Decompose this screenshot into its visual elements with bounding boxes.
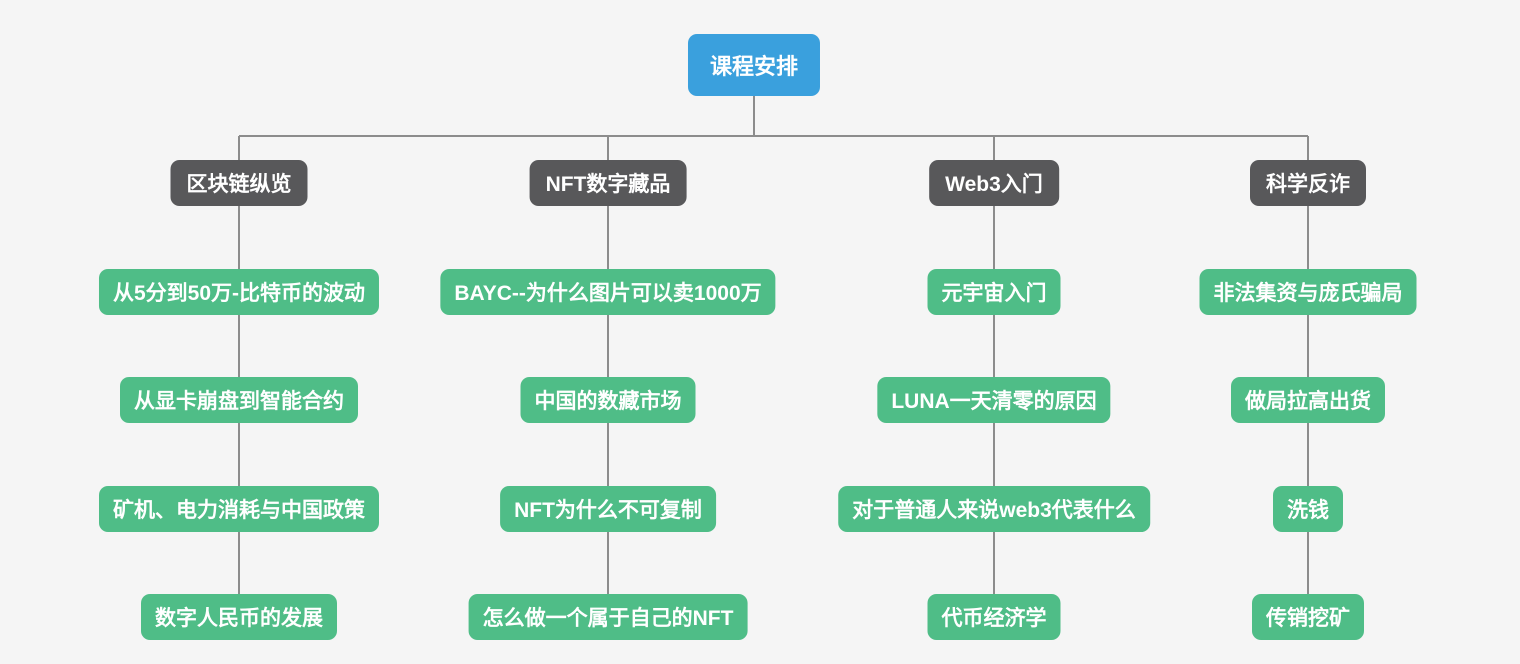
branch-node-blockchain-overview[interactable]: 区块链纵览 (170, 160, 308, 206)
leaf-node-2-3[interactable]: NFT为什么不可复制 (500, 486, 716, 532)
leaf-node-3-2[interactable]: LUNA一天清零的原因 (877, 377, 1111, 423)
leaf-node-2-1[interactable]: BAYC--为什么图片可以卖1000万 (440, 269, 776, 315)
leaf-node-4-3[interactable]: 洗钱 (1273, 486, 1343, 532)
leaf-node-2-4[interactable]: 怎么做一个属于自己的NFT (468, 594, 748, 640)
leaf-node-1-2[interactable]: 从显卡崩盘到智能合约 (120, 377, 358, 423)
branch-node-nft-collectibles[interactable]: NFT数字藏品 (529, 160, 687, 206)
branch-node-anti-fraud[interactable]: 科学反诈 (1250, 160, 1366, 206)
leaf-node-4-1[interactable]: 非法集资与庞氏骗局 (1199, 269, 1417, 315)
leaf-node-2-2[interactable]: 中国的数藏市场 (520, 377, 696, 423)
leaf-node-1-1[interactable]: 从5分到50万-比特币的波动 (98, 269, 380, 315)
leaf-node-3-3[interactable]: 对于普通人来说web3代表什么 (838, 486, 1150, 532)
leaf-node-4-4[interactable]: 传销挖矿 (1252, 594, 1364, 640)
leaf-node-4-2[interactable]: 做局拉高出货 (1231, 377, 1385, 423)
root-node-course-schedule[interactable]: 课程安排 (687, 34, 821, 96)
leaf-node-3-1[interactable]: 元宇宙入门 (927, 269, 1061, 315)
branch-node-web3-intro[interactable]: Web3入门 (929, 160, 1059, 206)
leaf-node-3-4[interactable]: 代币经济学 (927, 594, 1061, 640)
leaf-node-1-3[interactable]: 矿机、电力消耗与中国政策 (99, 486, 379, 532)
leaf-node-1-4[interactable]: 数字人民币的发展 (141, 594, 337, 640)
